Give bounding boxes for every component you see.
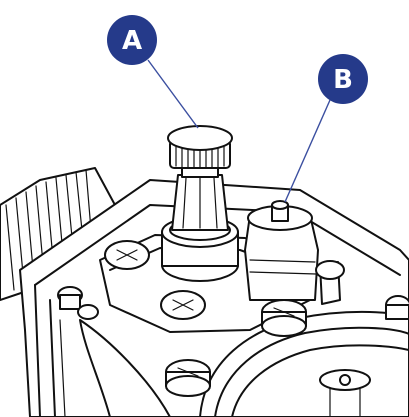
screw-center-lower bbox=[160, 290, 206, 320]
screw-right-edge bbox=[315, 260, 409, 320]
screw-center-right bbox=[261, 299, 307, 337]
callout-label-a: A bbox=[122, 26, 142, 56]
screw-left-upper bbox=[104, 240, 150, 270]
leader-line-a bbox=[147, 59, 199, 129]
flange-bolt-left bbox=[57, 286, 99, 320]
solenoid-bleed-screw bbox=[244, 200, 341, 305]
knob-boss bbox=[161, 216, 239, 282]
leader-line-b bbox=[284, 99, 331, 203]
callout-badge-b: B bbox=[318, 54, 368, 104]
callout-label-b: B bbox=[333, 65, 353, 95]
flow-control-knob bbox=[167, 125, 233, 231]
callout-badge-a: A bbox=[107, 15, 157, 65]
screw-bottom-left bbox=[165, 359, 211, 397]
